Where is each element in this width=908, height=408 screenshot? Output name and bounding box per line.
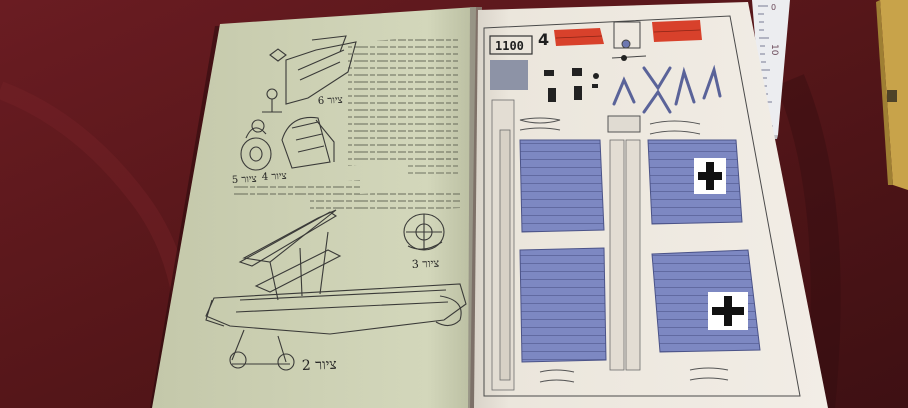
figure-5-sketch xyxy=(240,119,272,171)
figure-2-triplane xyxy=(205,209,467,371)
iron-cross-bottom xyxy=(712,296,744,326)
grey-panel-part xyxy=(490,60,528,90)
left-page: ציור 6 ציור 4 ציור 5 ציור 3 xyxy=(152,7,476,408)
long-strip-parts xyxy=(491,99,641,391)
sheet-number: 4 xyxy=(538,30,549,49)
fig-6-label: ציור 6 xyxy=(318,95,343,107)
blue-wing-panel-bottom xyxy=(651,249,761,353)
sheet-box-label xyxy=(489,35,533,55)
small-wing-parts xyxy=(519,115,701,135)
figure-6-sketch xyxy=(262,35,357,113)
red-tailplane-parts xyxy=(554,20,702,46)
fig-3-label: ציור 3 xyxy=(411,257,439,271)
fig-4-label: ציור 4 xyxy=(262,171,287,183)
sheet-box-text: 1100 xyxy=(495,39,524,53)
fig-2-label: ציור 2 xyxy=(302,357,337,374)
right-page: 1100 4 xyxy=(474,2,828,408)
figure-3-sketch xyxy=(403,213,445,251)
cardboard-box xyxy=(876,0,908,190)
figure-4-sketch xyxy=(281,116,335,169)
left-page-text xyxy=(232,36,460,214)
center-parts xyxy=(611,21,647,59)
fig-5-label: ציור 5 xyxy=(232,174,257,186)
blue-fuselage-panels xyxy=(519,139,607,363)
blue-wing-panel-top xyxy=(647,139,743,225)
iron-cross-top xyxy=(698,162,722,190)
ruler-mark-0: 0 xyxy=(771,3,776,12)
bottom-small-parts xyxy=(539,367,729,383)
ruler-mark-10: 10 xyxy=(769,44,779,56)
strut-parts xyxy=(612,64,722,114)
small-black-parts xyxy=(544,55,627,102)
